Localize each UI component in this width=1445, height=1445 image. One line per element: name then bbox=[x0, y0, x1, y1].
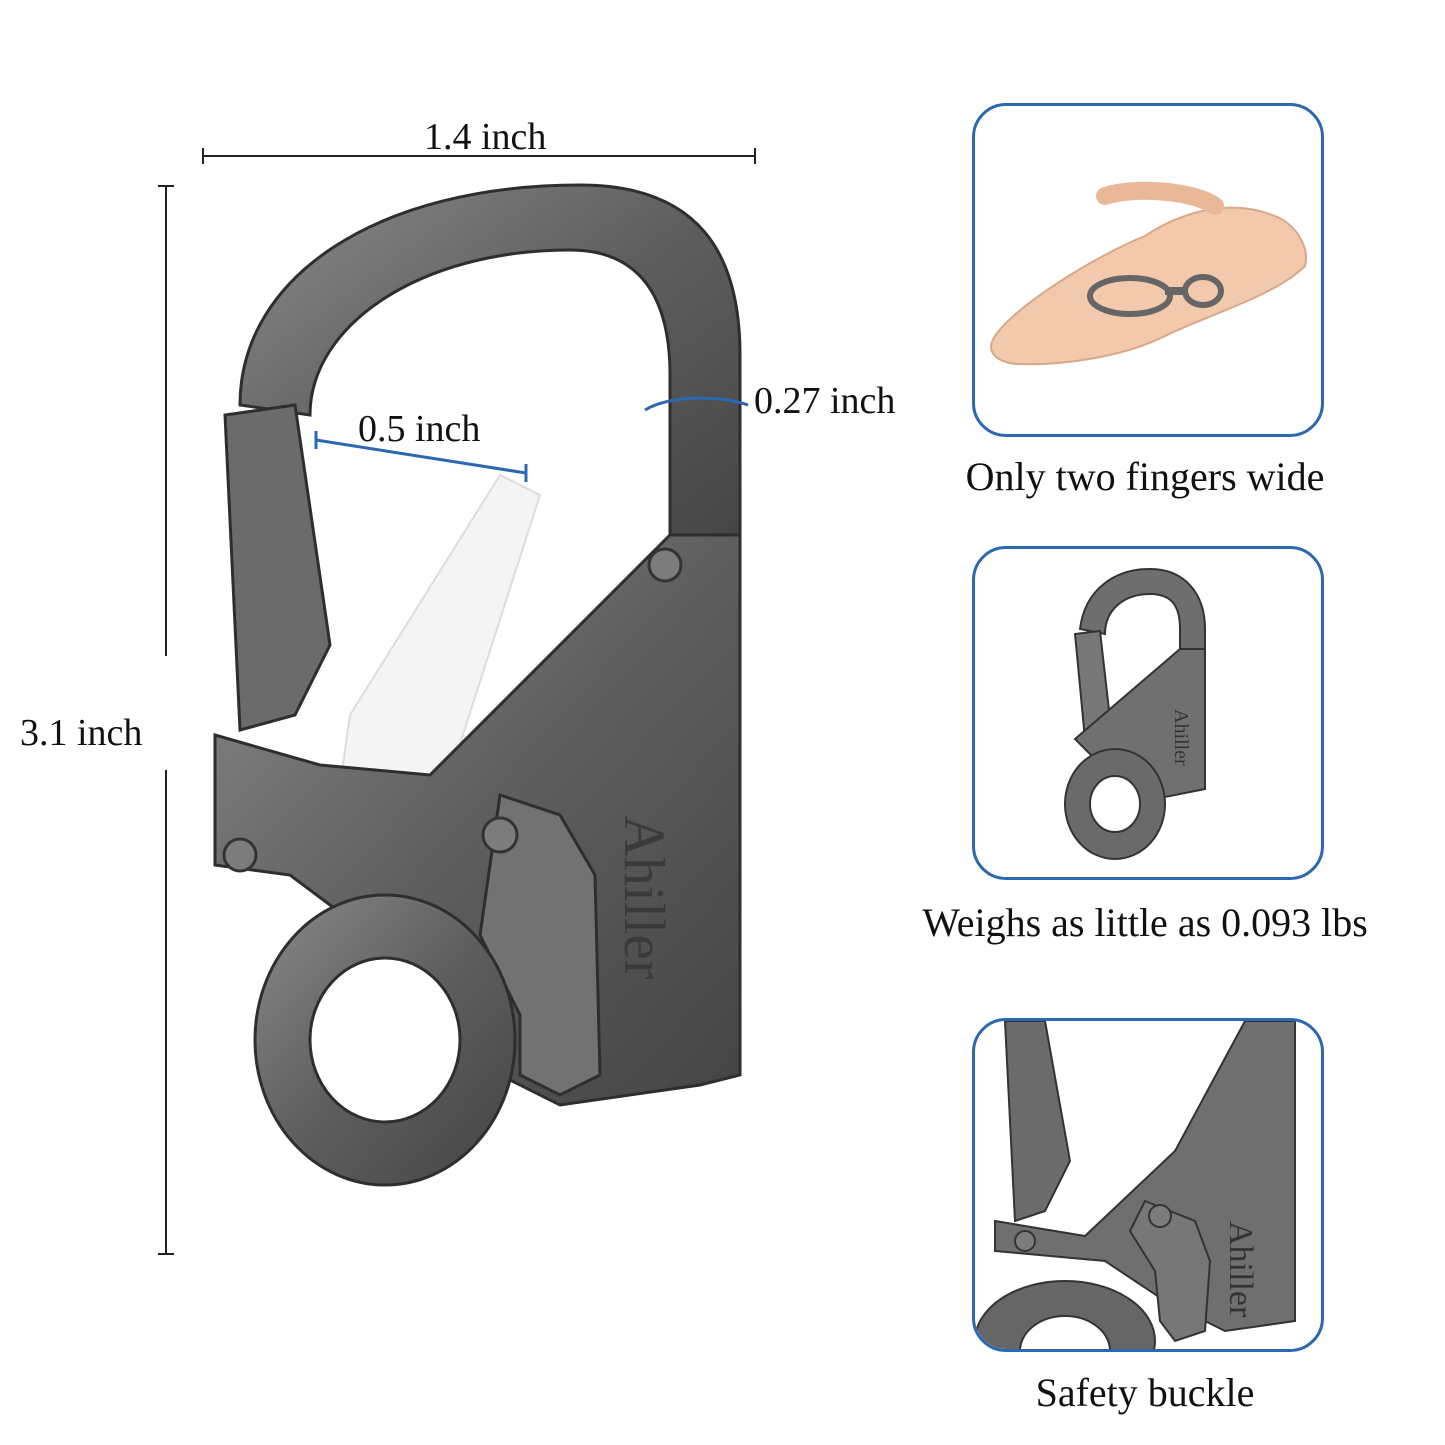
small-engraving: Ahiller bbox=[1170, 709, 1192, 766]
snap-hook-closeup-image: Ahiller bbox=[975, 1021, 1296, 1349]
height-label: 3.1 inch bbox=[20, 712, 143, 754]
brand-engraving: Ahiller bbox=[612, 815, 677, 979]
feature-panel-weight: Ahiller bbox=[972, 546, 1324, 880]
thickness-dimension-line bbox=[644, 396, 749, 412]
height-dimension-line bbox=[158, 185, 174, 656]
snap-hook-small-image: Ahiller bbox=[1064, 567, 1206, 860]
snap-hook-illustration: Ahiller bbox=[213, 183, 742, 1187]
feature-caption-weight: Weighs as little as 0.093 lbs bbox=[922, 900, 1368, 945]
hand-holding-snap-hook-image bbox=[990, 181, 1307, 366]
width-label: 1.4 inch bbox=[424, 116, 547, 158]
gate-opening-dimension-line bbox=[314, 431, 528, 482]
main-product-view: 1.4 inch 3.1 inch bbox=[20, 116, 896, 1255]
closeup-engraving: Ahiller bbox=[1222, 1221, 1259, 1318]
feature-panel-safety: Ahiller bbox=[972, 1018, 1324, 1352]
feature-panel-hand bbox=[972, 103, 1324, 437]
height-dimension-line-lower bbox=[158, 770, 174, 1255]
feature-caption-size: Only two fingers wide bbox=[965, 454, 1325, 499]
thickness-label: 0.27 inch bbox=[754, 380, 896, 422]
gate-opening-label: 0.5 inch bbox=[358, 408, 481, 450]
width-dimension-line bbox=[202, 148, 756, 164]
feature-caption-safety: Safety buckle bbox=[1035, 1370, 1255, 1415]
